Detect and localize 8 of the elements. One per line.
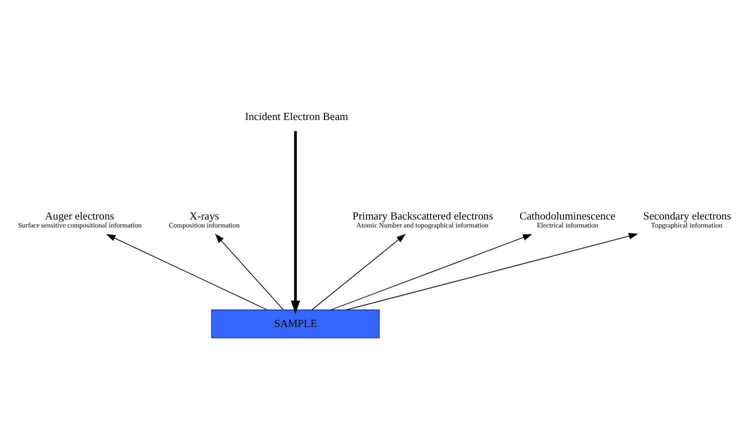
arrow	[330, 234, 532, 310]
node-box: SAMPLE	[211, 309, 380, 338]
arrow	[312, 233, 406, 310]
arrow	[215, 233, 284, 310]
arrow	[346, 232, 638, 310]
arrow	[290, 130, 300, 314]
node-text: Incident Electron Beam	[245, 110, 348, 122]
arrow	[106, 234, 268, 310]
